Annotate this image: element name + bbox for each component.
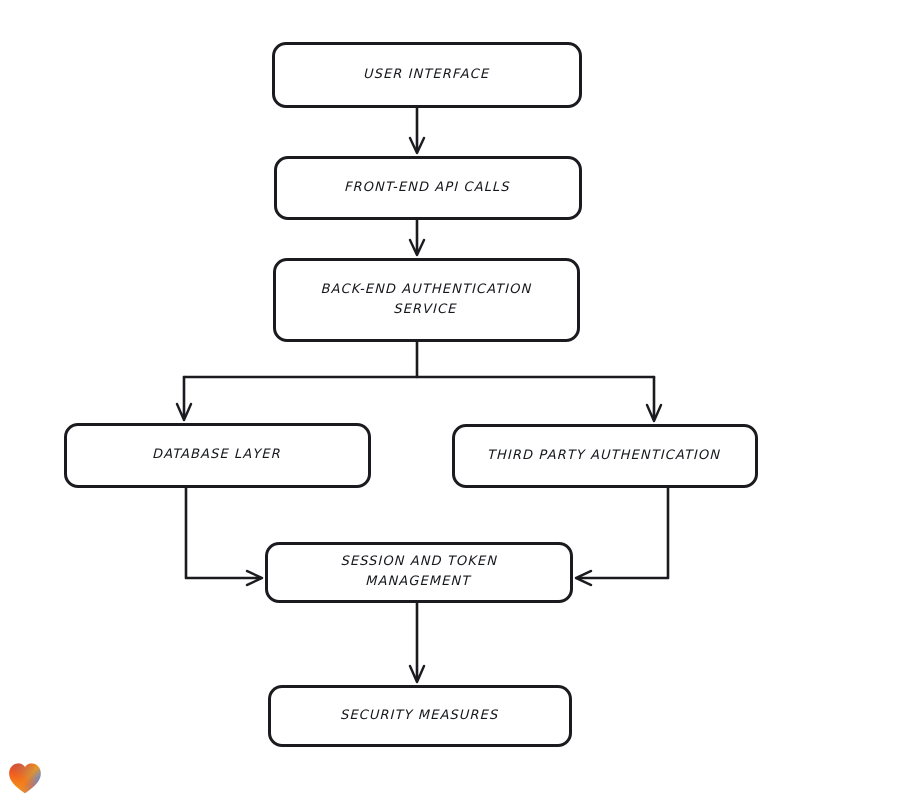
node-backend-authentication-service[interactable]: BACK-END AUTHENTICATION SERVICE (273, 258, 580, 342)
node-backend-authentication-service-label: BACK-END AUTHENTICATION SERVICE (321, 281, 533, 317)
edge-user-interface-to-frontend-api (408, 106, 426, 155)
edge-branch-to-third-party-auth (645, 375, 663, 423)
node-third-party-authentication[interactable]: THIRD PARTY AUTHENTICATION (452, 424, 758, 488)
edge-backend-auth-to-branch-bus (182, 340, 656, 379)
node-third-party-authentication-label: THIRD PARTY AUTHENTICATION (488, 447, 722, 463)
edge-frontend-api-to-backend-auth (408, 218, 426, 257)
node-session-and-token-management-label: SESSION AND TOKEN MANAGEMENT (340, 554, 499, 590)
node-security-measures[interactable]: SECURITY MEASURES (268, 685, 572, 747)
node-database-layer[interactable]: DATABASE LAYER (64, 423, 371, 488)
node-session-and-token-management[interactable]: SESSION AND TOKEN MANAGEMENT (265, 542, 573, 603)
node-frontend-api-calls[interactable]: FRONT-END API CALLS (274, 156, 582, 220)
node-user-interface[interactable]: USER INTERFACE (272, 42, 582, 108)
edge-database-layer-to-session-token (184, 486, 264, 587)
heart-icon (9, 763, 41, 794)
node-database-layer-label: DATABASE LAYER (152, 447, 283, 463)
node-frontend-api-calls-label: FRONT-END API CALLS (344, 179, 512, 195)
node-security-measures-label: SECURITY MEASURES (340, 707, 500, 723)
edge-branch-to-database-layer (175, 375, 193, 422)
node-user-interface-label: USER INTERFACE (363, 66, 491, 82)
edge-third-party-auth-to-session-token (574, 486, 670, 587)
edge-session-token-to-security-measures (408, 601, 426, 684)
